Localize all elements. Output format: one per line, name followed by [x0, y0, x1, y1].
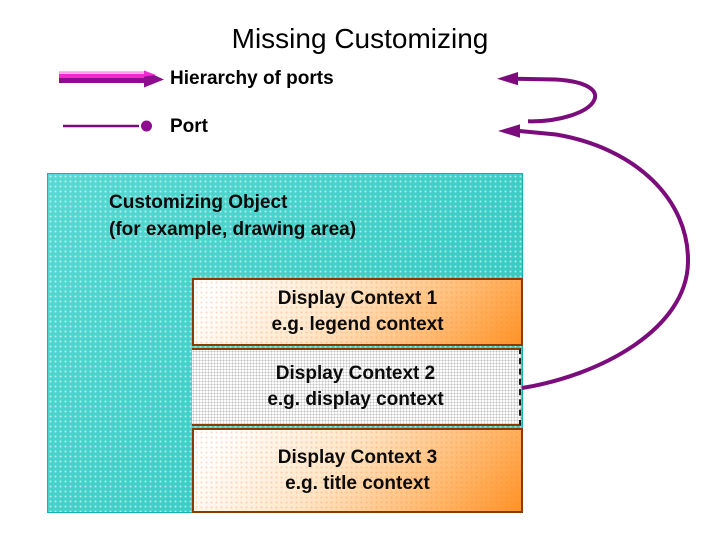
hierarchy-arrow-icon: [59, 70, 164, 88]
display-context-3-title: Display Context 3: [277, 446, 438, 468]
display-context-1-subtitle: e.g. legend context: [271, 314, 444, 335]
curve-top-arrowhead-icon: [497, 72, 518, 86]
customizing-object-label: Customizing Object (for example, drawing…: [109, 189, 356, 243]
port-line-dot-icon: [63, 120, 152, 132]
customizing-object-label-line2: (for example, drawing area): [109, 219, 357, 240]
customizing-object-label-line1: Customizing Object: [109, 192, 288, 213]
curve-bottom-arrowhead-icon: [498, 124, 520, 138]
display-context-2-title: Display Context 2: [275, 363, 436, 384]
display-context-1-box: Display Context 1 e.g. legend context: [192, 278, 523, 346]
slide-title: Missing Customizing: [231, 23, 489, 54]
display-context-1-title: Display Context 1: [277, 288, 438, 309]
display-context-3-subtitle: e.g. title context: [285, 472, 430, 494]
curve-top-hook: [514, 76, 598, 124]
curve-big-arc: [516, 128, 691, 390]
legend-label-port: Port: [170, 116, 208, 137]
display-context-3-box: Display Context 3 e.g. title context: [192, 428, 523, 513]
display-context-2-subtitle: e.g. display context: [267, 389, 444, 410]
display-context-2-box: Display Context 2 e.g. display context: [192, 348, 521, 426]
legend-label-hierarchy-of-ports: Hierarchy of ports: [170, 68, 334, 89]
